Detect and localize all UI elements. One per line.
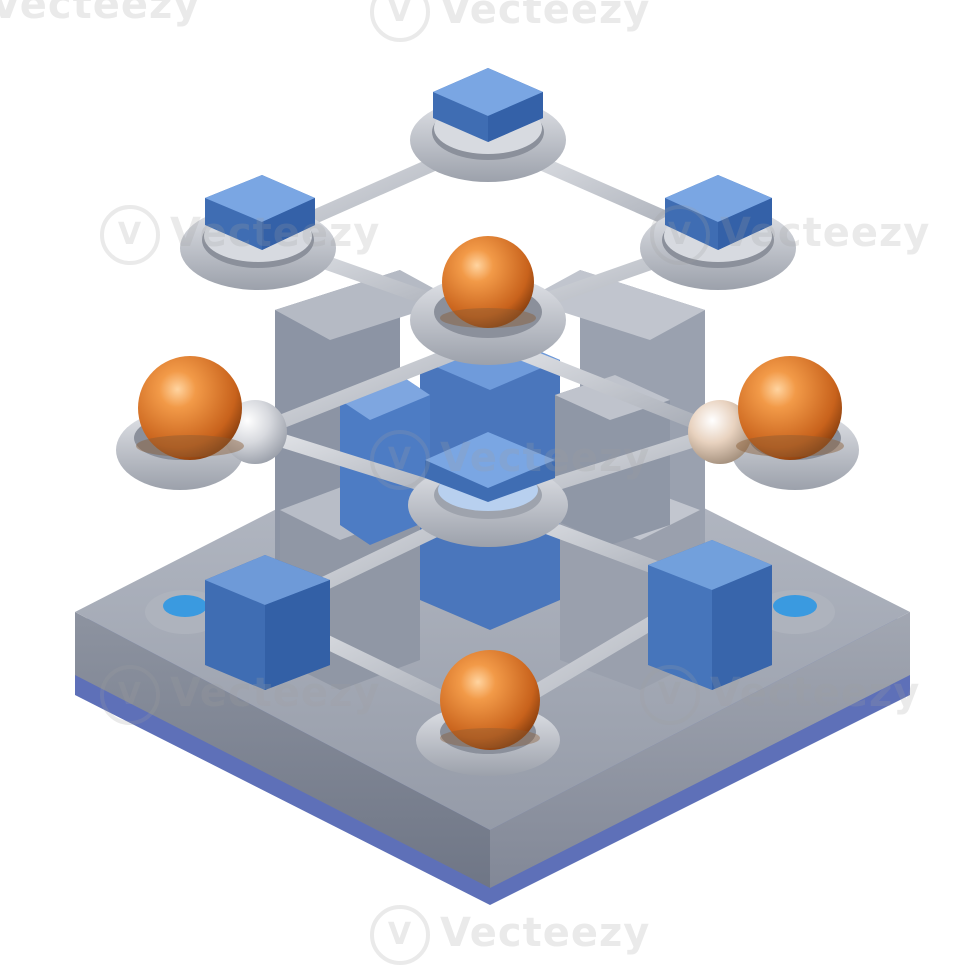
blue-cube-front-left <box>205 555 330 690</box>
joint-sphere-right <box>688 400 752 464</box>
orange-sphere-left <box>138 356 242 460</box>
blue-cube-left <box>205 175 315 250</box>
blue-cube-front-right <box>648 540 772 690</box>
blue-cube-right <box>665 175 772 250</box>
blue-cube-center <box>425 432 555 502</box>
orange-sphere-bottom <box>440 650 540 750</box>
orange-sphere-center <box>442 236 534 328</box>
orange-sphere-right <box>738 356 842 460</box>
blue-cube-top <box>433 68 543 142</box>
